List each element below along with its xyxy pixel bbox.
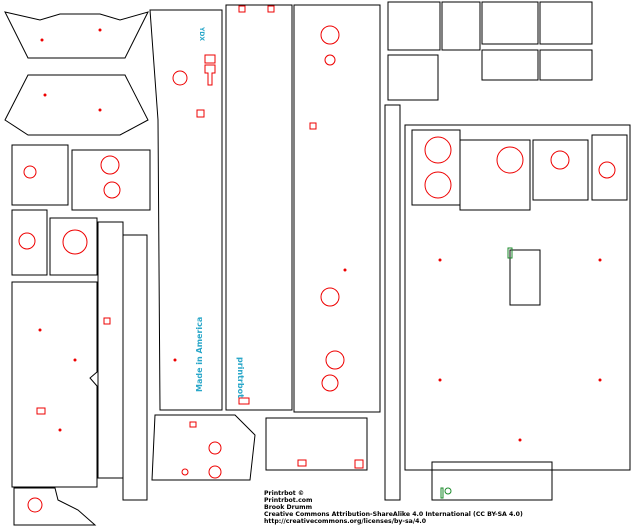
bracket-part-4 bbox=[49, 217, 98, 276]
credits-block: Printrbot © Printrbot.com Brook Drumm Cr… bbox=[264, 490, 523, 525]
motor-mount-2 bbox=[459, 139, 531, 211]
tall-panel-left bbox=[149, 9, 223, 411]
electronics-plate bbox=[151, 414, 256, 481]
made-in-america-engraving: Made in America bbox=[195, 316, 204, 392]
motor-mount-4 bbox=[591, 134, 628, 201]
puzzle-piece-2 bbox=[441, 1, 481, 51]
puzzle-piece-7 bbox=[539, 49, 593, 81]
credit-website: Printrbot.com bbox=[264, 497, 313, 504]
motor-mount-1 bbox=[411, 129, 461, 206]
foot-part bbox=[13, 487, 97, 526]
trapezoid-panel-top bbox=[4, 11, 149, 59]
bottom-plate bbox=[265, 417, 368, 471]
bracket-part-2 bbox=[71, 149, 151, 211]
slot-frame bbox=[509, 249, 541, 306]
tall-right-strip bbox=[384, 104, 401, 501]
puzzle-piece-1 bbox=[387, 1, 441, 51]
bracket-part-1 bbox=[11, 144, 69, 206]
strip-part-1 bbox=[97, 221, 124, 479]
puzzle-piece-3 bbox=[481, 1, 539, 45]
puzzle-piece-6 bbox=[481, 49, 539, 81]
red-holes bbox=[18, 5, 616, 513]
main-chassis-panel bbox=[404, 124, 631, 471]
puzzle-piece-4 bbox=[539, 1, 593, 45]
credit-copyright: Printrbot © bbox=[264, 490, 305, 497]
motor-mount-3 bbox=[532, 139, 589, 201]
credit-license: Creative Commons Attribution-ShareAlike … bbox=[264, 511, 523, 518]
connector-plate bbox=[431, 461, 553, 501]
small-hole-dots bbox=[38, 28, 602, 442]
strip-part-2 bbox=[122, 234, 148, 501]
tall-panel-right bbox=[293, 4, 381, 413]
bracket-part-3 bbox=[11, 209, 48, 276]
large-side-panel bbox=[11, 281, 98, 488]
credit-author: Brook Drumm bbox=[264, 504, 313, 511]
green-markers bbox=[440, 247, 513, 499]
puzzle-piece-5 bbox=[387, 54, 439, 101]
credit-license-url: http://creativecommons.org/licenses/by-s… bbox=[264, 518, 427, 525]
tall-panel-middle bbox=[225, 4, 293, 411]
printrbot-engraving: printrbot bbox=[236, 357, 245, 398]
version-mark: YDX bbox=[198, 27, 205, 41]
trapezoid-panel-lower bbox=[4, 74, 149, 136]
